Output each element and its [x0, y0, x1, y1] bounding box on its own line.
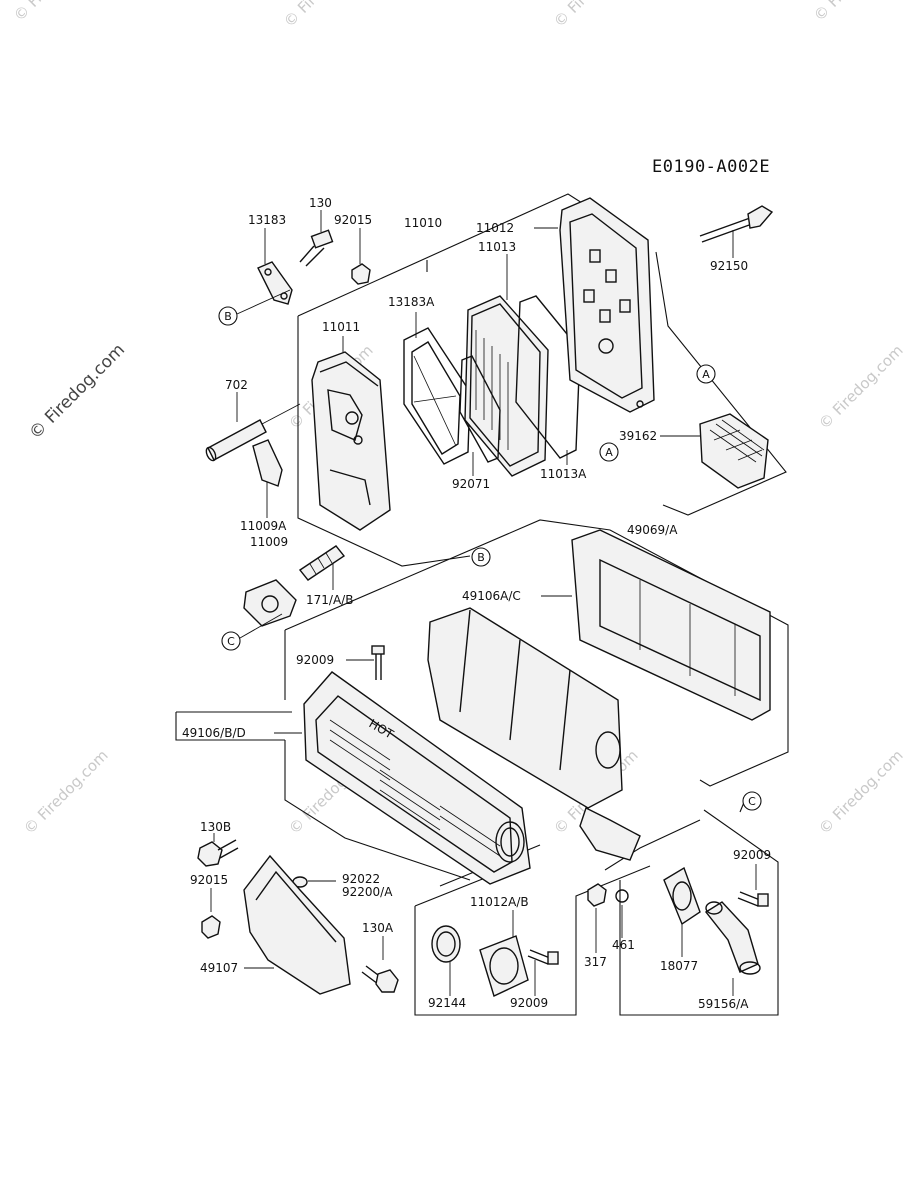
- label-11010: 11010: [404, 216, 442, 230]
- ref-circle-a-mid: A: [599, 442, 619, 462]
- label-11013: 11013: [478, 240, 516, 254]
- label-13183: 13183: [248, 213, 286, 227]
- bolt-130b-part: [197, 839, 239, 867]
- label-702: 702: [225, 378, 248, 392]
- svg-text:C: C: [227, 635, 235, 648]
- label-92015-bottom: 92015: [190, 873, 228, 887]
- gasket-11009a-part: [252, 439, 283, 487]
- gasket-13183a-part: [403, 327, 471, 465]
- label-49107: 49107: [200, 961, 238, 975]
- watermark-side: © Firedog.com: [25, 340, 129, 444]
- label-49106ac: 49106A/C: [462, 589, 521, 603]
- svg-text:A: A: [605, 446, 613, 459]
- bolt-130a-part: [361, 965, 399, 993]
- washer-461-part: [615, 889, 629, 903]
- label-130: 130: [309, 196, 332, 210]
- label-92022: 92022: [342, 872, 380, 886]
- ref-circle-b-top: B: [218, 306, 238, 326]
- muffler-shield-49069a-part: [571, 529, 771, 721]
- label-18077: 18077: [660, 959, 698, 973]
- label-92009-mid: 92009: [510, 996, 548, 1010]
- label-92144: 92144: [428, 996, 466, 1010]
- ref-circle-a-right: A: [696, 364, 716, 384]
- label-92200a: 92200/A: [342, 885, 393, 899]
- label-92071: 92071: [452, 477, 490, 491]
- muffler-guard-49107-part: [243, 854, 351, 995]
- label-130b: 130B: [200, 820, 231, 834]
- label-59156a: 59156/A: [698, 997, 749, 1011]
- elbow-59156a-part: [704, 901, 761, 975]
- label-11009: 11009: [250, 535, 288, 549]
- diagram-code: E0190-A002E: [652, 157, 770, 177]
- svg-text:C: C: [748, 795, 756, 808]
- label-11012: 11012: [476, 221, 514, 235]
- bolt-92009-mid-part: [527, 949, 559, 965]
- pipe-92144-part: [431, 925, 461, 963]
- wing-bolt-92150-part: [699, 205, 774, 243]
- watermark-tile: © Firedog.com: [550, 0, 642, 31]
- ref-circle-b-mid: B: [471, 547, 491, 567]
- bolt-92009-top-part: [371, 645, 385, 680]
- svg-text:B: B: [477, 551, 485, 564]
- watermark-tile: © Firedog.com: [815, 341, 907, 433]
- muffler-49106ac-part: [427, 607, 641, 861]
- label-13183a: 13183A: [388, 295, 435, 309]
- label-317: 317: [584, 955, 607, 969]
- bolt-92009-right-part: [737, 891, 769, 907]
- muffler-cover-49106bd-part: [303, 671, 531, 885]
- watermark-tile: © Firedog.com: [815, 746, 907, 838]
- label-461: 461: [612, 938, 635, 952]
- nut-92015-top-part: [351, 263, 371, 285]
- stud-171-part: [298, 545, 346, 581]
- label-11011: 11011: [322, 320, 360, 334]
- svg-text:B: B: [224, 310, 232, 323]
- watermark-tile: © Firedog.com: [810, 0, 902, 25]
- packing-92071-part: [459, 355, 501, 463]
- part-labels: 130 13183 92015 11010 11012 11013 92150 …: [182, 196, 771, 1011]
- air-cleaner-cover-11012-part: [559, 197, 655, 413]
- nut-92015-bottom-part: [201, 915, 221, 939]
- label-49106bd: 49106/B/D: [182, 726, 246, 740]
- label-92015-top: 92015: [334, 213, 372, 227]
- gasket-11009-part: [243, 579, 297, 627]
- label-130a: 130A: [362, 921, 394, 935]
- label-11012ab: 11012A/B: [470, 895, 529, 909]
- air-cleaner-base-11011-part: [311, 351, 391, 531]
- flange-18077-part: [663, 866, 701, 926]
- grate-39162-part: [699, 413, 769, 489]
- flange-11012ab-part: [479, 935, 529, 997]
- label-39162: 39162: [619, 429, 657, 443]
- ref-circle-c-right: C: [742, 791, 762, 811]
- watermark-tile: © Firedog.com: [280, 0, 372, 31]
- pipe-702-part: [205, 403, 301, 462]
- label-92009-right: 92009: [733, 848, 771, 862]
- watermark-tile: © Firedog.com: [20, 746, 112, 838]
- nut-317-part: [587, 883, 607, 907]
- precleaner-11013a-part: [515, 295, 581, 459]
- label-49069a: 49069/A: [627, 523, 678, 537]
- bolt-130-part: [299, 229, 334, 267]
- label-11013a: 11013A: [540, 467, 587, 481]
- svg-text:A: A: [702, 368, 710, 381]
- label-92009-top: 92009: [296, 653, 334, 667]
- label-92150: 92150: [710, 259, 748, 273]
- leader-lines: [210, 210, 757, 996]
- label-11009a: 11009A: [240, 519, 287, 533]
- filter-element-11013-part: [464, 295, 549, 477]
- ref-circle-c-left: C: [221, 631, 241, 651]
- watermark-tile: © Firedog.com: [10, 0, 102, 25]
- label-171ab: 171/A/B: [306, 593, 353, 607]
